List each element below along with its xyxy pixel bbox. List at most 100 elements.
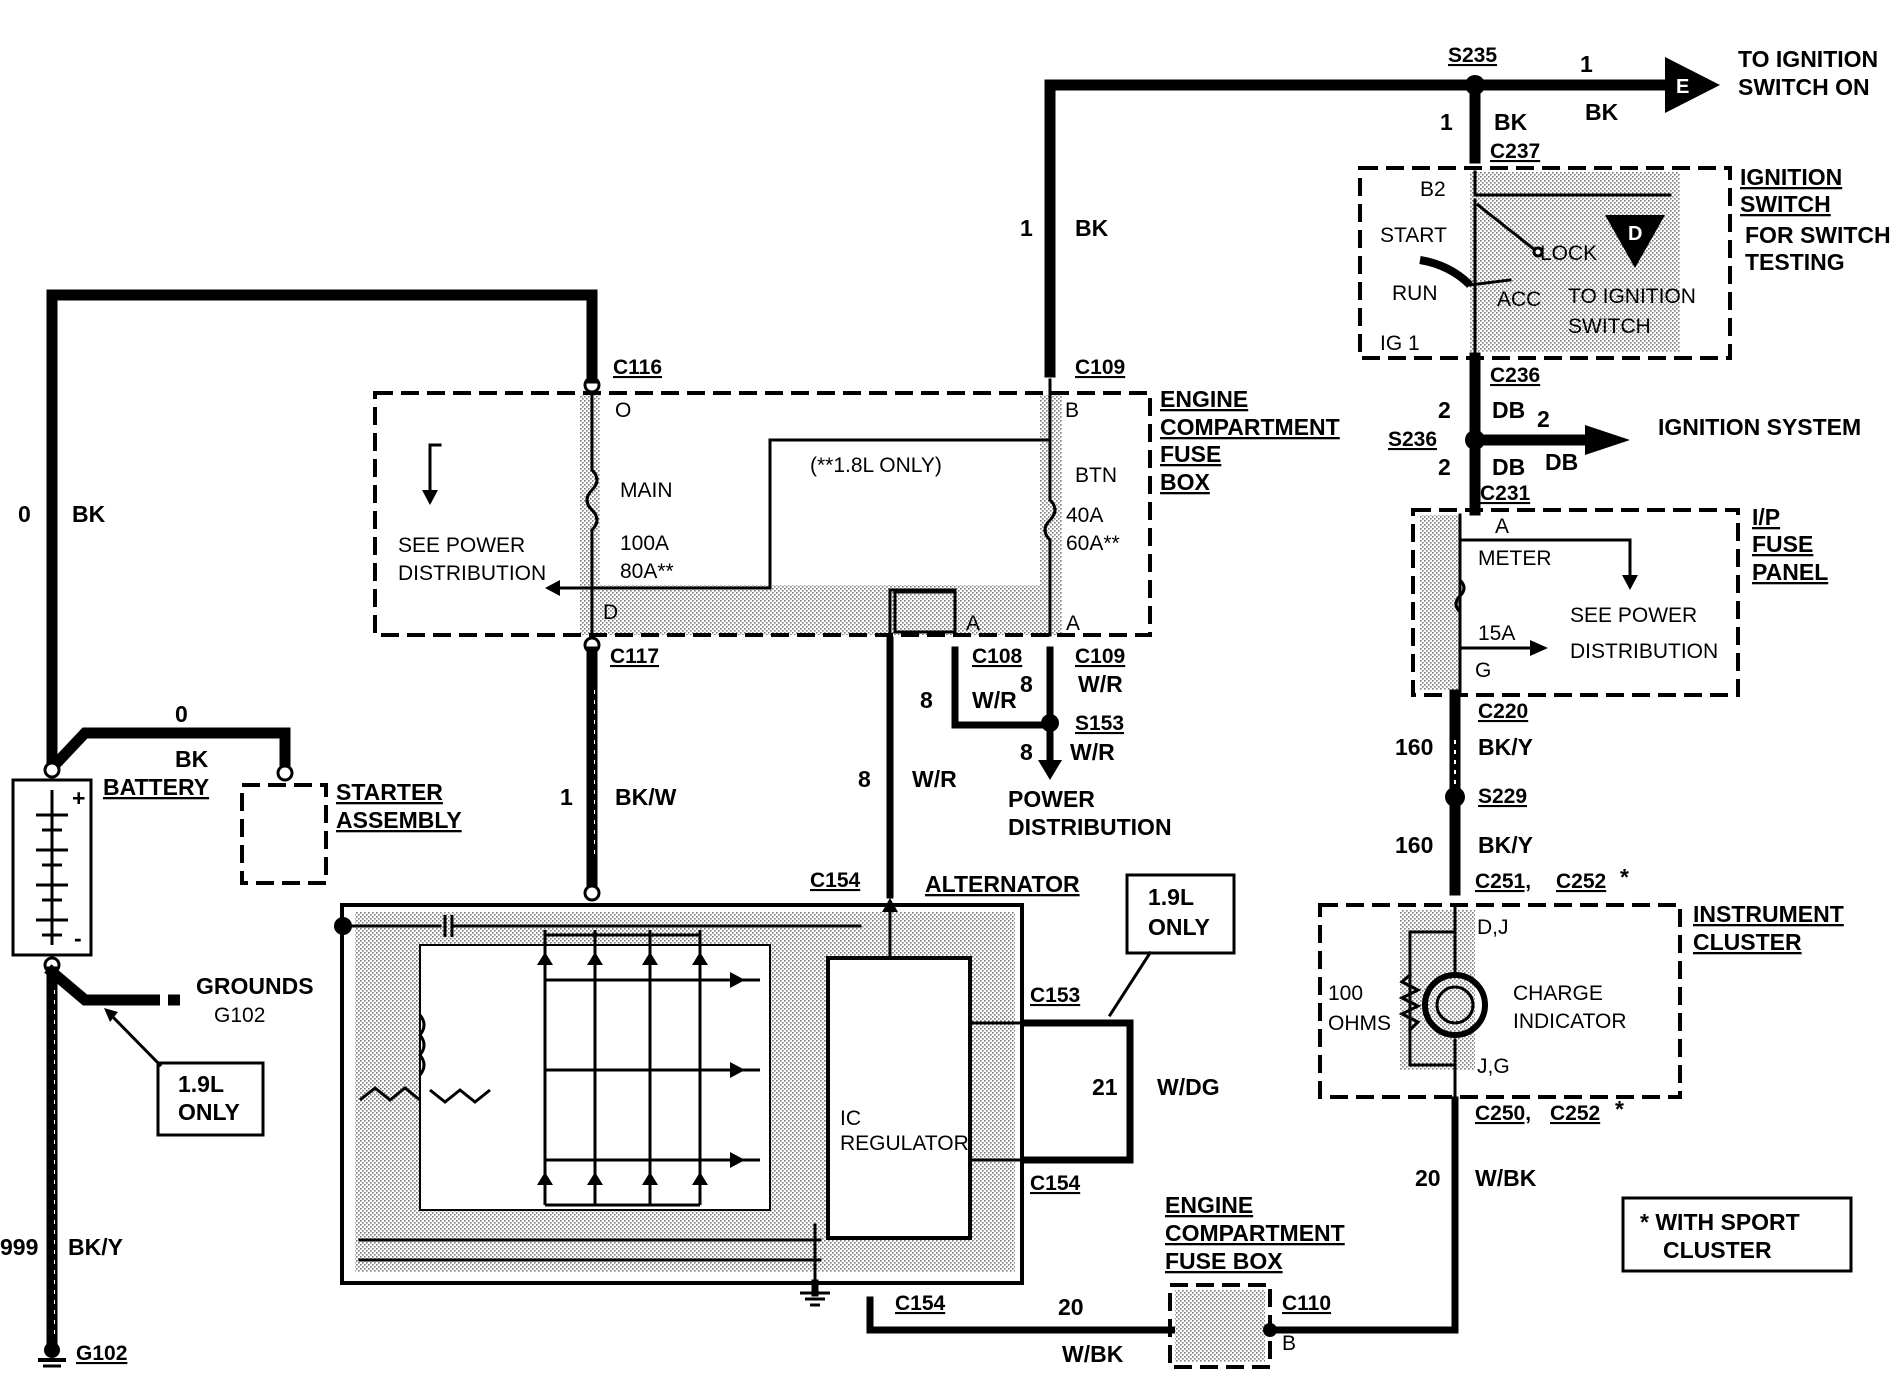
- ignition-switch-title-2: SWITCH: [1740, 191, 1831, 217]
- ip-title-1: I/P: [1752, 504, 1780, 530]
- c231-color: DB: [1492, 454, 1525, 480]
- fuse-lower-circuit: 20: [1058, 1294, 1084, 1320]
- fuse-lower-pin-b: B: [1282, 1332, 1296, 1355]
- cluster-res-2: OHMS: [1328, 1012, 1391, 1035]
- fuse-see-2: DISTRIBUTION: [398, 562, 546, 585]
- ign-to-ign-2: SWITCH: [1568, 315, 1651, 338]
- fuse-pin-a2: A: [1066, 612, 1080, 635]
- ignition-switch-title-4: TESTING: [1745, 249, 1845, 275]
- fuse-main-r2: 80A**: [620, 560, 674, 583]
- grounds-note-box: [156, 1061, 265, 1137]
- c117-circuit: 1: [560, 784, 573, 810]
- cluster-out-color: W/BK: [1475, 1165, 1537, 1191]
- grounds-label-2: G102: [214, 1004, 265, 1027]
- c220-color: BK/Y: [1478, 734, 1533, 760]
- battery-label: BATTERY: [103, 774, 209, 800]
- grounds-label-1: GROUNDS: [196, 973, 314, 999]
- ignition-system-arrow-icon: [1585, 425, 1630, 455]
- s235-label: S235: [1448, 44, 1497, 67]
- fuse-main-r1: 100A: [620, 532, 669, 555]
- cluster-title-2: CLUSTER: [1693, 929, 1802, 955]
- grounds-note-2: ONLY: [178, 1099, 240, 1125]
- c154-top-label: C154: [810, 869, 861, 892]
- fuse-see-1: SEE POWER: [398, 534, 525, 557]
- c231-circuit: 2: [1438, 454, 1451, 480]
- alt-note-box: [1125, 873, 1236, 955]
- grounds-note-1: 1.9L: [178, 1071, 224, 1097]
- c116-label: C116: [613, 356, 662, 379]
- ip-pin-g: G: [1475, 659, 1491, 682]
- ignition-out-circuit: 1: [1580, 51, 1593, 77]
- fuse-see-arrow-icon: [422, 490, 438, 505]
- ign-to-ign-1: TO IGNITION: [1568, 285, 1696, 308]
- power-dist-2: DISTRIBUTION: [1008, 814, 1172, 840]
- sport-note-2: CLUSTER: [1663, 1237, 1772, 1263]
- ignition-switch-title-1: IGNITION: [1740, 164, 1842, 190]
- engine-fuse-box-lower: ENGINE COMPARTMENT FUSE BOX C154 20 W/BK…: [895, 1192, 1345, 1369]
- wr-circuit: 8: [858, 766, 871, 792]
- grounds: GROUNDS G102 1.9L ONLY 999 BK/Y G102: [0, 956, 314, 1368]
- ip-15a-arrow-icon: [1530, 640, 1548, 656]
- alt-note-2: ONLY: [1148, 914, 1210, 940]
- fuse-upper-title-1: ENGINE: [1160, 386, 1248, 412]
- s236-label: S236: [1388, 428, 1437, 451]
- ign-ig1: IG 1: [1380, 332, 1420, 355]
- cluster-pin-dj: D,J: [1477, 916, 1509, 939]
- c108-color: W/R: [972, 687, 1017, 713]
- fuse-pin-d: D: [603, 601, 618, 624]
- ignition-feed: E S235 1 BK TO IGNITION SWITCH ON 1 BK 1…: [1020, 44, 1878, 378]
- grounds-circuit: 999: [0, 1234, 38, 1260]
- grounds-note-arrow-icon: [104, 1008, 118, 1022]
- ign-acc: ACC: [1497, 288, 1541, 311]
- fuse-pin-b: B: [1065, 399, 1079, 422]
- c237-color: BK: [1494, 109, 1528, 135]
- to-ignition-label-2: SWITCH ON: [1738, 74, 1870, 100]
- fuse-d-arrow-icon: [545, 580, 560, 596]
- c109-lower-color: W/R: [1078, 671, 1123, 697]
- s153-circuit: 8: [1020, 739, 1033, 765]
- engine-fuse-box-upper: ENGINE COMPARTMENT FUSE BOX C116 O MAIN …: [373, 356, 1340, 642]
- ic-regulator-box: [826, 956, 972, 1240]
- ip-see-1: SEE POWER: [1570, 604, 1697, 627]
- sport-note-1: * WITH SPORT: [1640, 1209, 1800, 1235]
- s153-color: W/R: [1070, 739, 1115, 765]
- c251-label: C251,: [1475, 870, 1531, 893]
- c250-label: C250,: [1475, 1102, 1531, 1125]
- fuse-btn: BTN: [1075, 464, 1117, 487]
- g102-label: G102: [76, 1342, 127, 1365]
- fuse-pin-o: O: [615, 399, 631, 422]
- ign-b2: B2: [1420, 178, 1446, 201]
- ignition-out-arrow-icon: [1665, 57, 1720, 113]
- c231-label: C231: [1480, 482, 1531, 505]
- alt-note-1: 1.9L: [1148, 884, 1194, 910]
- fuse-lower-color: W/BK: [1062, 1341, 1124, 1367]
- g102-ground-icon: [38, 1342, 66, 1368]
- ign-run: RUN: [1392, 282, 1438, 305]
- ignition-out-color: BK: [1585, 99, 1619, 125]
- fuse-note: (**1.8L ONLY): [810, 454, 942, 477]
- s229-label: S229: [1478, 785, 1527, 808]
- c117-label: C117: [610, 645, 659, 668]
- ignition-switch-title-3: FOR SWITCH: [1745, 222, 1890, 248]
- c252-out-label: C252: [1550, 1102, 1600, 1125]
- ip-fuse-panel: I/P FUSE PANEL A METER 15A G SEE POWER D…: [1411, 504, 1828, 697]
- instrument-cluster: INSTRUMENT CLUSTER D,J J,G 100 OHMS CHAR…: [1318, 901, 1844, 1102]
- fuse-btn-r2: 60A**: [1066, 532, 1120, 555]
- cluster-title-1: INSTRUMENT: [1693, 901, 1844, 927]
- s153-label: S153: [1075, 712, 1124, 735]
- c117-wire: C117 1 BK/W: [560, 636, 677, 902]
- alternator-ground-icon: [800, 1291, 830, 1307]
- starter-color: BK: [175, 746, 209, 772]
- ip-see-2: DISTRIBUTION: [1570, 640, 1718, 663]
- wr-circuits: 8 W/R C108 8 W/R 8 C109 W/R S153 8 W/R P…: [858, 636, 1172, 899]
- starter-title-1: STARTER: [336, 779, 443, 805]
- alternator-sense-arrow-icon: [882, 898, 898, 912]
- fuse-pin-a1: A: [966, 612, 980, 635]
- alt-wire-color: W/DG: [1157, 1074, 1220, 1100]
- ignition-system-feed: C236 2 DB S236 2 DB IGNITION SYSTEM 2 DB…: [1388, 352, 1861, 516]
- power-dist-arrow-icon: [1038, 760, 1062, 780]
- ip-title-3: PANEL: [1752, 559, 1828, 585]
- c220-circuit: 160: [1395, 734, 1433, 760]
- c252-in-star: *: [1620, 864, 1629, 890]
